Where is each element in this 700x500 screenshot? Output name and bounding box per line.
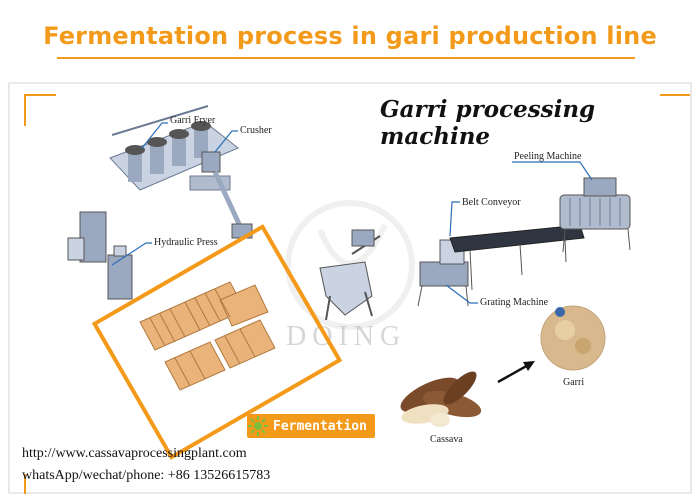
garri-label: Garri bbox=[563, 377, 585, 388]
cassava-image bbox=[400, 371, 482, 427]
fermentation-label: Fermentation bbox=[273, 418, 367, 434]
contact-phone: whatsApp/wechat/phone: +86 13526615783 bbox=[22, 468, 271, 483]
fermentation-tag: Fermentation bbox=[247, 414, 375, 438]
hopper-machine bbox=[319, 229, 381, 321]
arrow-icon bbox=[497, 361, 535, 384]
garri-fryer-label: Garri Fryer bbox=[170, 115, 216, 126]
title-underline bbox=[57, 57, 635, 59]
garri-image bbox=[540, 305, 606, 371]
hydraulic-press-machine bbox=[67, 211, 133, 300]
corner-accent-bottom-left bbox=[24, 474, 26, 494]
website-url: http://www.cassavaprocessingplant.com bbox=[22, 446, 247, 461]
grating-machine-label: Grating Machine bbox=[480, 297, 549, 308]
title-bar: Fermentation process in gari production … bbox=[0, 0, 700, 72]
hydraulic-press-label: Hydraulic Press bbox=[154, 237, 218, 248]
garri-fryer-machine bbox=[109, 105, 239, 191]
fermentation-rack-slats bbox=[149, 288, 256, 387]
crusher-label: Crusher bbox=[240, 125, 272, 136]
peeling-machine bbox=[559, 177, 631, 253]
cassava-label: Cassava bbox=[430, 434, 463, 445]
page-title: Fermentation process in gari production … bbox=[43, 22, 657, 50]
peeling-machine-label: Peeling Machine bbox=[514, 151, 582, 162]
belt-conveyor-machine bbox=[449, 224, 585, 291]
machine-heading: Garri processing machine bbox=[380, 96, 596, 150]
corner-accent-top-left bbox=[24, 94, 56, 126]
watermark-text: DOING bbox=[286, 321, 406, 352]
crusher-machine bbox=[201, 151, 253, 239]
fermentation-racks bbox=[139, 281, 276, 391]
callout-lines bbox=[111, 122, 593, 304]
belt-conveyor-label: Belt Conveyor bbox=[462, 197, 521, 208]
leaf-sun-icon bbox=[248, 416, 268, 436]
corner-accent-top-right bbox=[660, 94, 690, 96]
